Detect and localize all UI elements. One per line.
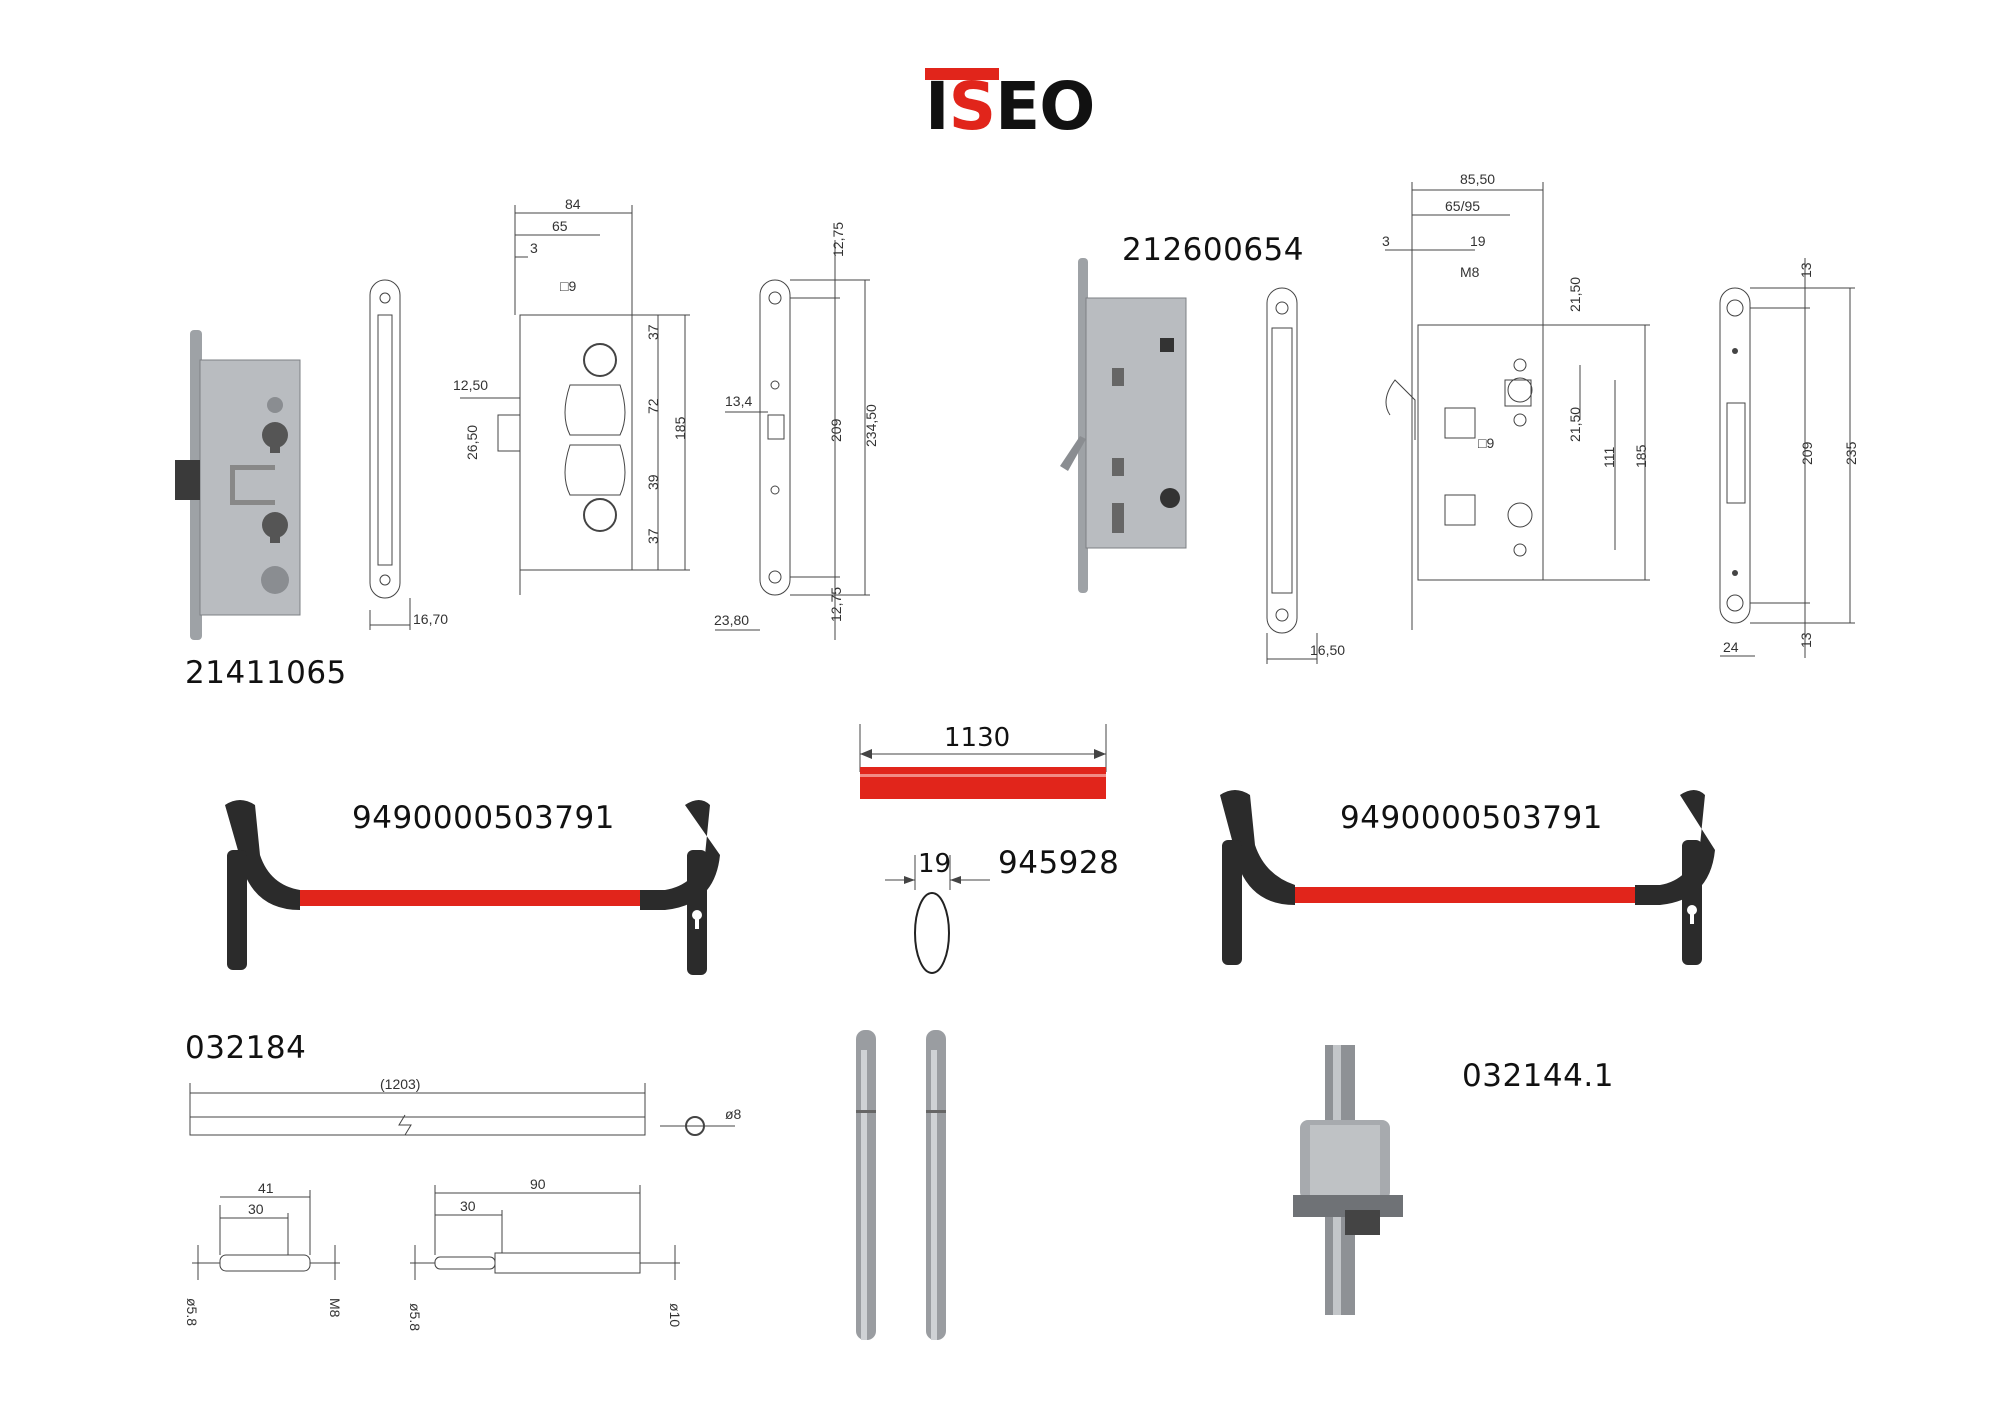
dim-3: 3 — [1382, 233, 1390, 249]
dim-84: 84 — [565, 196, 581, 212]
lock-2-drawing: 85,50 65/95 3 19 M8 □9 21,50 21,50 111 1… — [1382, 171, 1650, 630]
dim-12-75a: 12,75 — [830, 222, 846, 257]
dim-3: 3 — [530, 240, 538, 256]
logo-text: ISEO — [925, 74, 1095, 140]
dim-16-70: 16,70 — [413, 611, 448, 627]
dim-185: 185 — [672, 416, 688, 440]
dim-19: 19 — [1470, 233, 1486, 249]
dim-37a: 37 — [645, 324, 661, 340]
dim-65-95: 65/95 — [1445, 198, 1480, 214]
rod-code: 032184 — [185, 1030, 307, 1066]
tube-diameter: 19 — [918, 849, 951, 879]
lock-1-photo — [175, 330, 301, 640]
dim-85-50: 85,50 — [1460, 171, 1495, 187]
panic-bar-right-code: 9490000503791 — [1340, 800, 1603, 836]
pin-m8: M8 — [327, 1298, 343, 1318]
dim-235: 235 — [1843, 441, 1859, 465]
dim-23-80: 23,80 — [714, 612, 749, 628]
lock-1-drawing: 84 65 3 □9 37 72 39 37 185 12,50 26,50 — [453, 196, 690, 595]
tube-length: 1130 — [944, 723, 1010, 753]
dim-sq9: □9 — [1478, 435, 1494, 451]
dim-72: 72 — [645, 398, 661, 414]
dim-185: 185 — [1633, 444, 1649, 468]
rod-guide-code: 032144.1 — [1462, 1058, 1614, 1094]
dim-111: 111 — [1601, 447, 1617, 468]
pin-dia5-8b: ø5.8 — [407, 1303, 423, 1331]
dim-209: 209 — [1799, 441, 1815, 465]
rod-diameter: ø8 — [725, 1106, 742, 1122]
rod-drawing: (1203) ø8 41 30 ø5.8 M8 90 30 ø5.8 ø10 — [184, 1076, 742, 1331]
dim-13-4: 13,4 — [725, 393, 752, 409]
logo-letter-i: I — [925, 68, 950, 145]
pin-30: 30 — [248, 1201, 264, 1217]
pin-90: 90 — [530, 1176, 546, 1192]
lock-2-faceplate: 16,50 — [1266, 287, 1345, 664]
iseo-logo: ISEO — [925, 68, 1095, 140]
tube-code: 945928 — [998, 845, 1120, 881]
dim-21-50a: 21,50 — [1567, 277, 1583, 312]
tube-section: 19 — [885, 849, 990, 974]
dim-sq9: □9 — [560, 278, 576, 294]
pin-dia5-8: ø5.8 — [184, 1298, 200, 1326]
logo-letter-s: S — [948, 68, 997, 145]
dim-24: 24 — [1723, 639, 1739, 655]
lock-2-side-drawing: 13 209 235 13 24 — [1719, 258, 1859, 658]
dim-13b: 13 — [1798, 632, 1814, 648]
dim-37b: 37 — [645, 528, 661, 544]
red-tube: 1130 — [859, 723, 1107, 799]
dim-16-50: 16,50 — [1310, 642, 1345, 658]
logo-letters-eo: EO — [995, 68, 1095, 145]
logo-red-bar — [925, 68, 999, 80]
dim-65: 65 — [552, 218, 568, 234]
lock-1-code: 21411065 — [185, 655, 347, 691]
lock-1-side-drawing: 12,75 209 234,50 12,75 13,4 23,80 — [714, 222, 879, 640]
panic-bar-left — [225, 800, 720, 975]
dim-39: 39 — [645, 474, 661, 490]
lock-2-photo — [1060, 258, 1187, 593]
pin-41: 41 — [258, 1180, 274, 1196]
rod-length: (1203) — [380, 1076, 420, 1092]
dim-m8: M8 — [1460, 264, 1480, 280]
dim-12-50: 12,50 — [453, 377, 488, 393]
dim-209: 209 — [828, 418, 844, 442]
lock-1-faceplate: 16,70 — [369, 279, 448, 630]
dim-234-50: 234,50 — [863, 404, 879, 447]
dim-13a: 13 — [1798, 262, 1814, 278]
dim-12-75b: 12,75 — [828, 587, 844, 622]
dim-26-50: 26,50 — [464, 425, 480, 460]
pin-dia10: ø10 — [667, 1303, 683, 1327]
rod-guide-photo — [1293, 1045, 1403, 1315]
panic-bar-left-code: 9490000503791 — [352, 800, 615, 836]
lock-2-code: 212600654 — [1122, 232, 1305, 268]
rods-photo — [856, 1030, 946, 1340]
dim-21-50b: 21,50 — [1567, 407, 1583, 442]
panic-bar-right — [1220, 790, 1715, 965]
pin-30b: 30 — [460, 1198, 476, 1214]
